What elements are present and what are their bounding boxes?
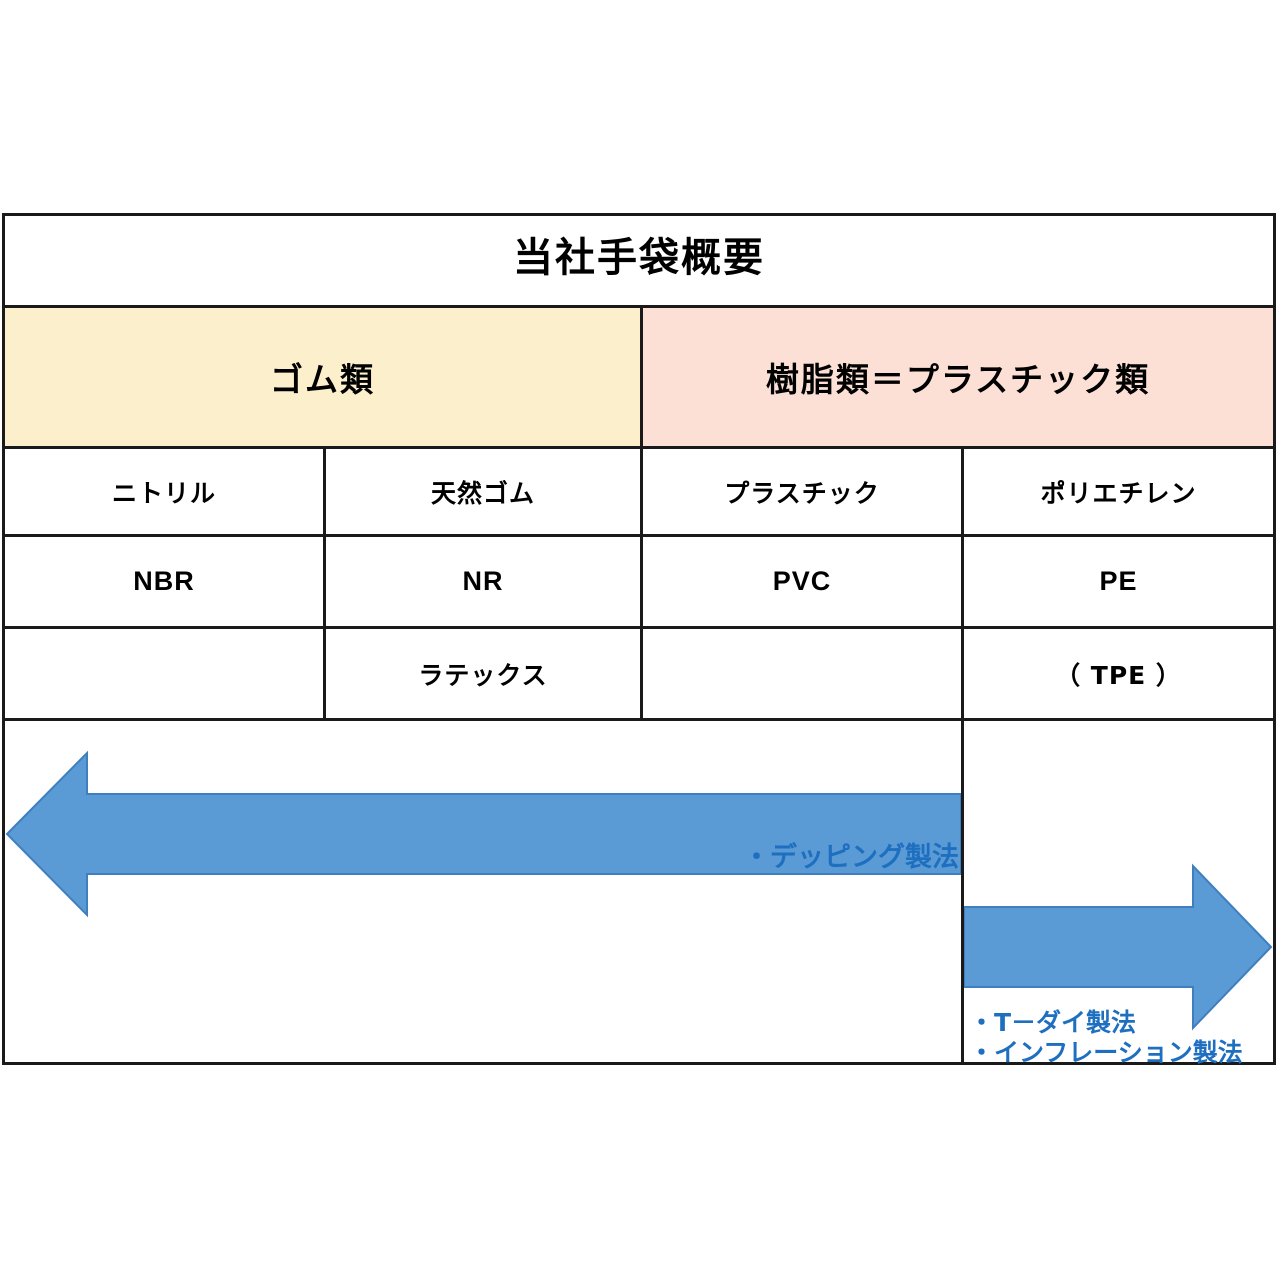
dipping-pane: ・デッピング製法 [5,721,961,1062]
category-label-resin: 樹脂類＝プラスチック類 [765,360,1151,399]
divider-category-middle [640,308,643,446]
category-label-rubber: ゴム類 [270,360,375,399]
divider-col-3-4 [961,449,964,718]
material-cell-polyethylene: ポリエチレン [964,449,1273,534]
extra-cell-plastic [643,629,961,718]
extra-label-tpe: （ TPE ） [1055,660,1182,690]
divider-extra-bottom [5,718,1273,721]
code-label-nr: NR [462,566,504,596]
material-cell-nitrile: ニトリル [5,449,323,534]
divider-col-2-3 [640,449,643,718]
code-label-nbr: NBR [133,566,195,596]
material-label-nitrile: ニトリル [111,478,216,508]
category-cell-resin: 樹脂類＝プラスチック類 [643,308,1273,446]
divider-arrow-panes [961,721,964,1062]
extrusion-pane: ・T－ダイ製法 ・インフレーション製法 [964,721,1273,1067]
gloves-overview-table: 当社手袋概要 ゴム類 樹脂類＝プラスチック類 ニトリル 天然ゴム プラスチック [2,213,1276,1067]
divider-category-bottom [5,446,1273,449]
extra-cell-latex: ラテックス [326,629,640,718]
annotation-t-die: ・T－ダイ製法 [969,1008,1137,1037]
process-arrow-area: ・デッピング製法 ・T－ダイ製法 ・インフレーション製法 [5,721,1273,1067]
code-cell-pvc: PVC [643,537,961,626]
material-label-natural-rubber: 天然ゴム [430,478,535,508]
extra-cell-nitrile [5,629,323,718]
code-cell-nbr: NBR [5,537,323,626]
code-cell-pe: PE [964,537,1273,626]
code-label-pe: PE [1099,566,1138,596]
page-title-text: 当社手袋概要 [513,235,765,281]
code-cell-nr: NR [326,537,640,626]
divider-title-bottom [5,305,1273,308]
annotation-dipping: ・デッピング製法 [743,842,959,873]
table-grid: 当社手袋概要 ゴム類 樹脂類＝プラスチック類 ニトリル 天然ゴム プラスチック [5,216,1273,1067]
extra-cell-tpe: （ TPE ） [964,629,1273,718]
annotation-inflation: ・インフレーション製法 [969,1037,1243,1067]
material-cell-natural-rubber: 天然ゴム [326,449,640,534]
divider-code-bottom [5,626,1273,629]
material-cell-plastic: プラスチック [643,449,961,534]
code-label-pvc: PVC [772,566,832,596]
dipping-process-arrow [5,750,961,918]
divider-col-1-2 [323,449,326,718]
extra-label-latex: ラテックス [418,660,548,690]
category-cell-rubber: ゴム類 [5,308,640,446]
extrusion-process-arrow [964,863,1273,1031]
annotation-extrusion-group: ・T－ダイ製法 ・インフレーション製法 [969,1008,1243,1067]
material-label-polyethylene: ポリエチレン [1040,478,1197,508]
divider-material-bottom [5,534,1273,537]
page-title: 当社手袋概要 [5,216,1273,305]
material-label-plastic: プラスチック [724,478,880,508]
